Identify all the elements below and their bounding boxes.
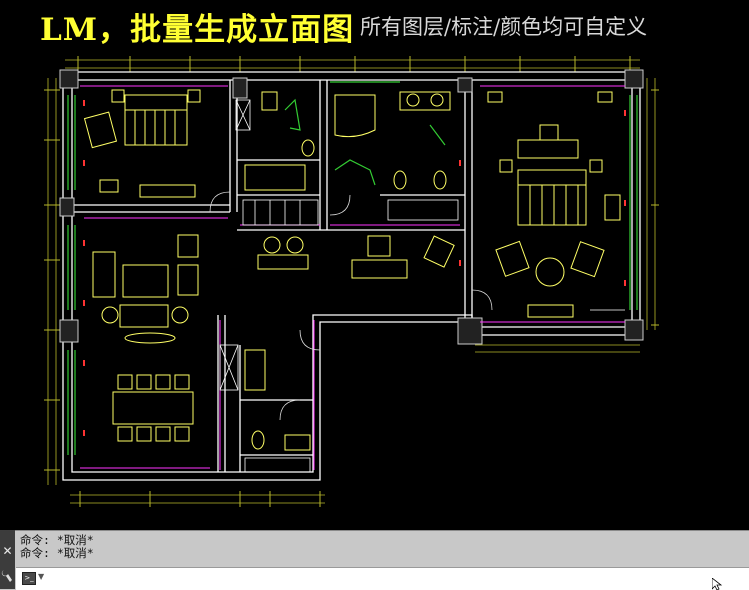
walls — [62, 71, 641, 481]
floor-plan[interactable] — [0, 0, 749, 530]
windows — [67, 81, 638, 455]
wall-markers — [83, 100, 626, 436]
command-prompt-icon[interactable]: >_ — [22, 572, 36, 585]
close-icon[interactable]: ✕ — [2, 544, 13, 558]
drawing-subtitle: 所有图层/标注/颜色均可自定义 — [360, 15, 648, 39]
mouse-cursor-icon — [712, 578, 723, 590]
drawing-canvas[interactable]: LM，批量生成立面图 所有图层/标注/颜色均可自定义 — [0, 0, 749, 530]
history-line: 命令: *取消* — [20, 533, 94, 547]
command-input[interactable] — [50, 570, 704, 589]
chevron-down-icon[interactable]: ▼ — [38, 572, 45, 581]
dimension-lines — [44, 56, 659, 507]
wrench-glyph — [1, 570, 12, 582]
command-input-row[interactable]: >_ ▼ — [16, 567, 749, 590]
command-line-sidebar — [0, 530, 15, 589]
command-history: 命令: *取消* 命令: *取消* — [20, 534, 94, 560]
structural-columns — [59, 69, 644, 345]
drawing-title: LM，批量生成立面图 — [40, 12, 355, 48]
furniture — [83, 89, 621, 451]
doors — [209, 191, 493, 421]
wrench-icon[interactable] — [1, 568, 14, 584]
history-line: 命令: *取消* — [20, 546, 94, 560]
cabinets — [219, 99, 625, 473]
